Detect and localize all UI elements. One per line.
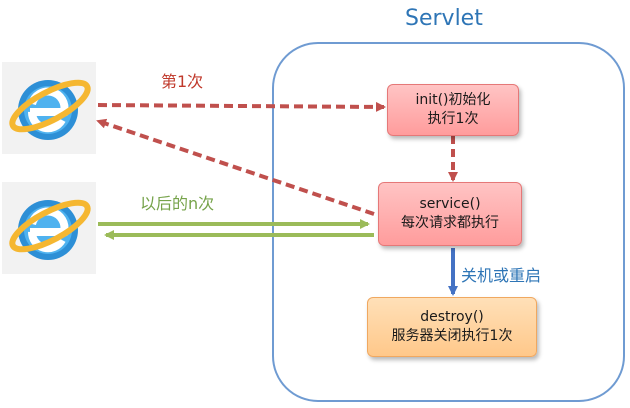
shutdown-label: 关机或重启	[461, 266, 542, 285]
first-response-arrow	[96, 118, 375, 216]
service-box: service() 每次请求都执行	[378, 182, 522, 246]
servlet-title: Servlet	[405, 6, 483, 31]
destroy-method-label: destroy()	[420, 309, 484, 325]
service-method-label: service()	[419, 196, 481, 212]
service-description: 每次请求都执行	[401, 215, 499, 231]
ie-browser-icon	[2, 62, 96, 154]
init-box: init()初始化 执行1次	[387, 84, 519, 136]
init-method-label: init()初始化	[415, 92, 491, 108]
ie-browser-icon	[2, 182, 96, 274]
subsequent-requests-label: 以后的n次	[140, 194, 215, 213]
destroy-box: destroy() 服务器关闭执行1次	[367, 297, 537, 357]
first-request-arrow	[97, 101, 386, 112]
destroy-description: 服务器关闭执行1次	[391, 328, 513, 344]
init-description: 执行1次	[427, 111, 479, 127]
first-request-label: 第1次	[161, 72, 204, 91]
